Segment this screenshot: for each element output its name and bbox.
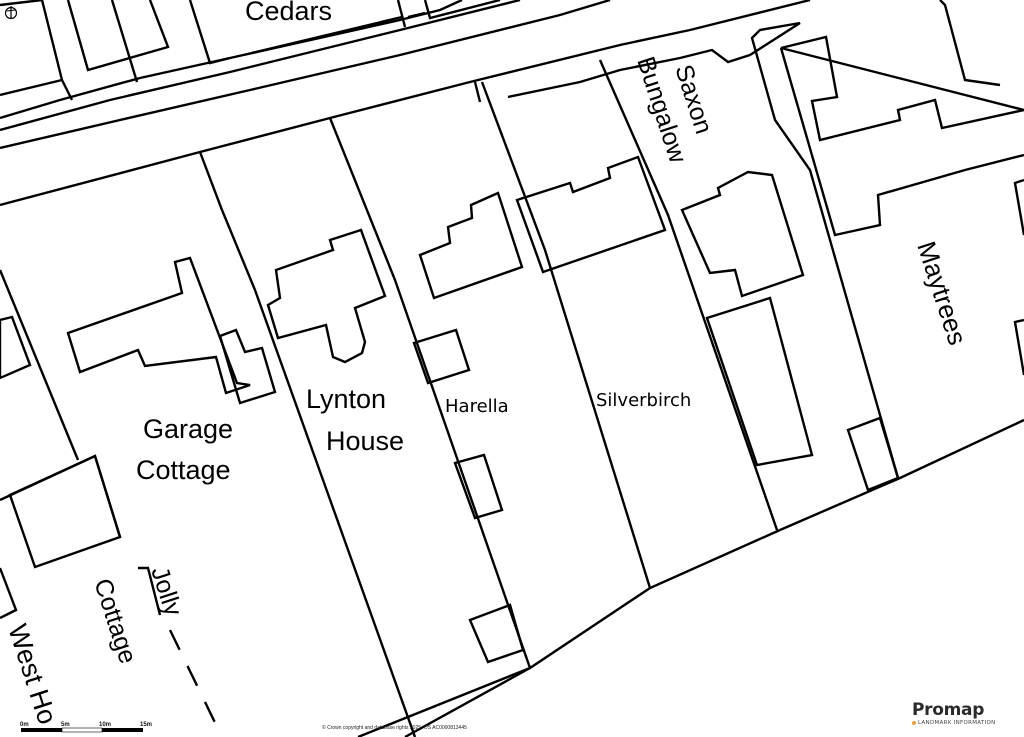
label-harella: Harella — [445, 396, 509, 417]
label-west-house: West Ho — [2, 621, 62, 728]
promap-logo: Promap LANDMARK INFORMATION — [912, 701, 1024, 726]
north-arrow-icon — [4, 6, 18, 20]
scale-tick-0: 0m — [20, 722, 29, 728]
buildings — [0, 35, 1024, 664]
scale-tick-10: 10m — [99, 722, 111, 728]
scale-bar: 0m 5m 10m 15m — [20, 722, 152, 733]
label-garage-cottage-1: Garage — [143, 414, 233, 444]
scale-tick-15: 15m — [140, 722, 152, 728]
map-labels: Cedars Saxon Bungalow Maytrees Garage Co… — [2, 0, 973, 728]
brand-tagline-row: LANDMARK INFORMATION — [912, 720, 1024, 726]
label-silverbirch: Silverbirch — [596, 390, 691, 411]
scale-tick-5: 5m — [61, 722, 70, 728]
label-lynton-house-1: Lynton — [306, 384, 386, 414]
brand-dot-icon — [912, 721, 916, 725]
label-garage-cottage-2: Cottage — [136, 455, 231, 485]
label-cedars: Cedars — [245, 0, 332, 26]
label-maytrees: Maytrees — [911, 238, 973, 349]
copyright-notice: © Crown copyright and database rights 20… — [322, 725, 467, 731]
brand-name: Promap — [912, 700, 985, 720]
label-jolly-cottage-1: Jolly — [145, 563, 187, 620]
cedars-plots — [0, 0, 501, 101]
label-lynton-house-2: House — [326, 426, 404, 456]
label-jolly-cottage-2: Cottage — [88, 575, 142, 667]
brand-tagline: LANDMARK INFORMATION — [918, 720, 996, 726]
plot-boundaries — [0, 0, 1001, 737]
dashed-boundary — [168, 629, 224, 737]
